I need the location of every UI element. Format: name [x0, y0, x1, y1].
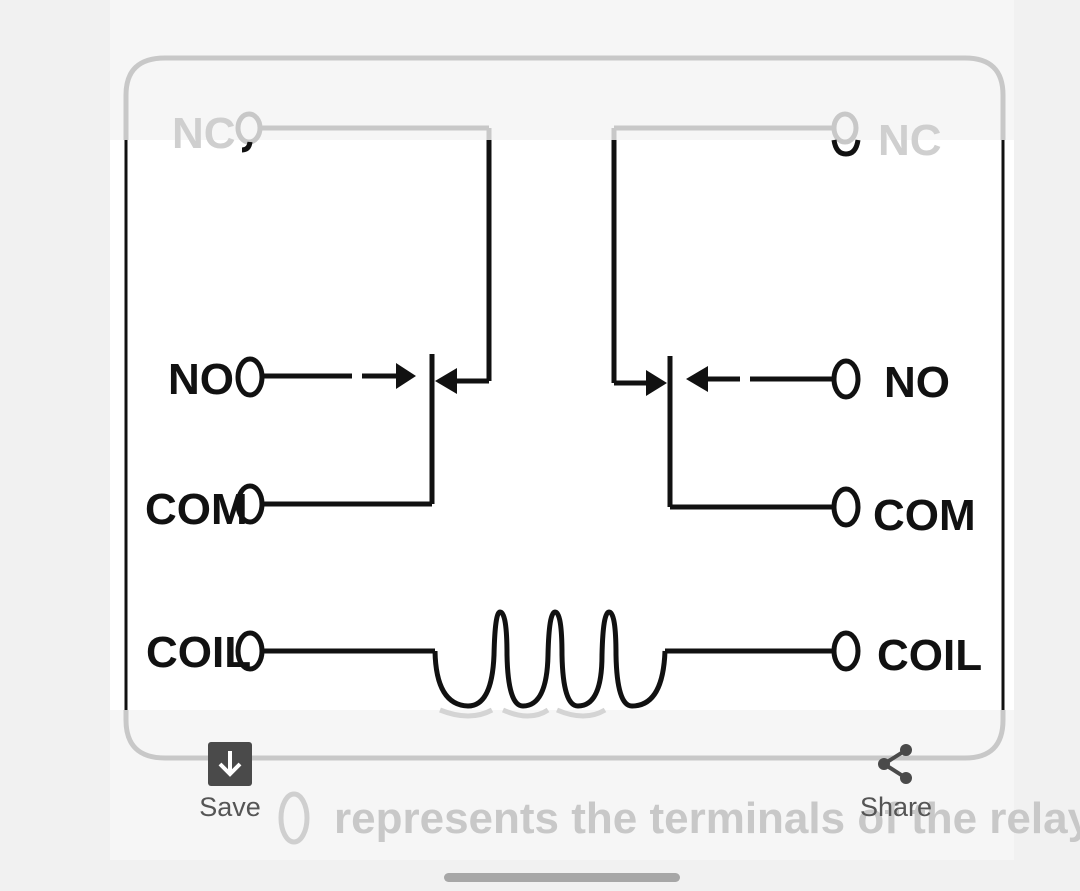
right-terminal-label-nc: NC: [878, 116, 942, 165]
left-nc-terminal-top: [235, 111, 263, 145]
save-label: Save: [199, 792, 261, 822]
right-terminal-label-coil: COIL: [877, 631, 982, 680]
left-terminal-label-no: NO: [168, 355, 234, 404]
left-terminal-label-com: COM: [145, 485, 248, 534]
share-label: Share: [859, 792, 933, 822]
left-terminal-label-nc: NC: [172, 109, 236, 158]
diagram-visible-area: [110, 140, 1014, 710]
right-terminal-label-no: NO: [884, 358, 950, 407]
enclosure-top-faded: [123, 55, 1006, 140]
gesture-home-bar[interactable]: [444, 873, 680, 882]
left-nc-arrow: [435, 368, 457, 394]
right-terminal-label-com: COM: [873, 491, 976, 540]
right-nc-arrow: [646, 370, 667, 396]
legend-text: represents the terminals of the relay: [334, 794, 1080, 843]
left-contact-wiring: [241, 140, 492, 654]
share-icon: [874, 742, 918, 786]
coil: [432, 609, 668, 709]
coil-faded-bottom: [439, 707, 607, 719]
share-button[interactable]: Share: [836, 742, 956, 823]
legend-terminal-symbol: [278, 791, 310, 845]
left-terminal-label-coil: COIL: [146, 628, 251, 677]
right-nc-terminal-top: [831, 111, 859, 145]
enclosure-bottom-faded: [123, 710, 1006, 761]
right-no-arrow: [686, 366, 708, 392]
terminal-circles: [235, 139, 861, 672]
save-button[interactable]: Save: [170, 742, 290, 823]
download-icon: [208, 742, 252, 786]
left-no-arrow: [396, 363, 416, 389]
right-contact-wiring: [611, 140, 832, 654]
